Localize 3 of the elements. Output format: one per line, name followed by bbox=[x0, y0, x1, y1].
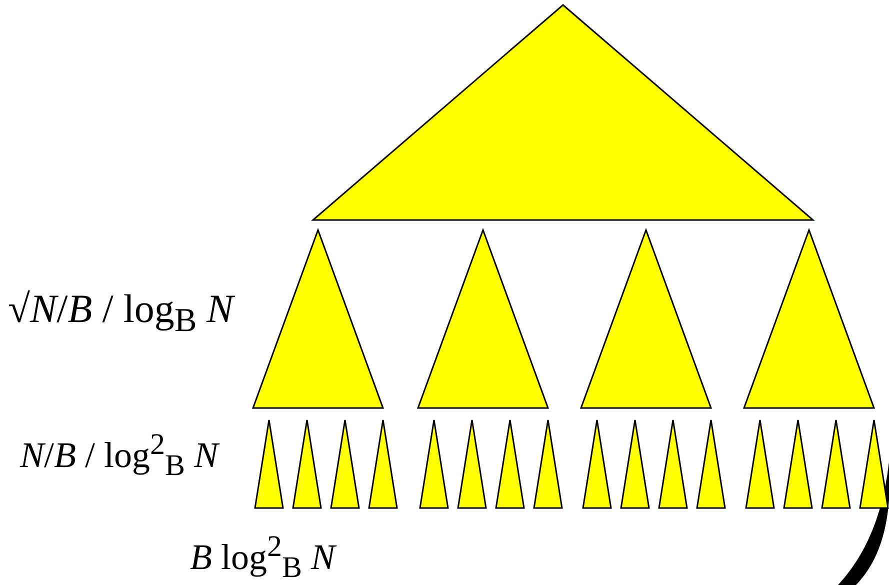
math-formula: B log$^{2}$$_{B}$ N bbox=[190, 530, 336, 585]
math-formula: N/B / log$^{2}$$_{B}$ N bbox=[20, 428, 218, 484]
math-formula: √N/B / log$_{B}$ N bbox=[8, 285, 234, 340]
